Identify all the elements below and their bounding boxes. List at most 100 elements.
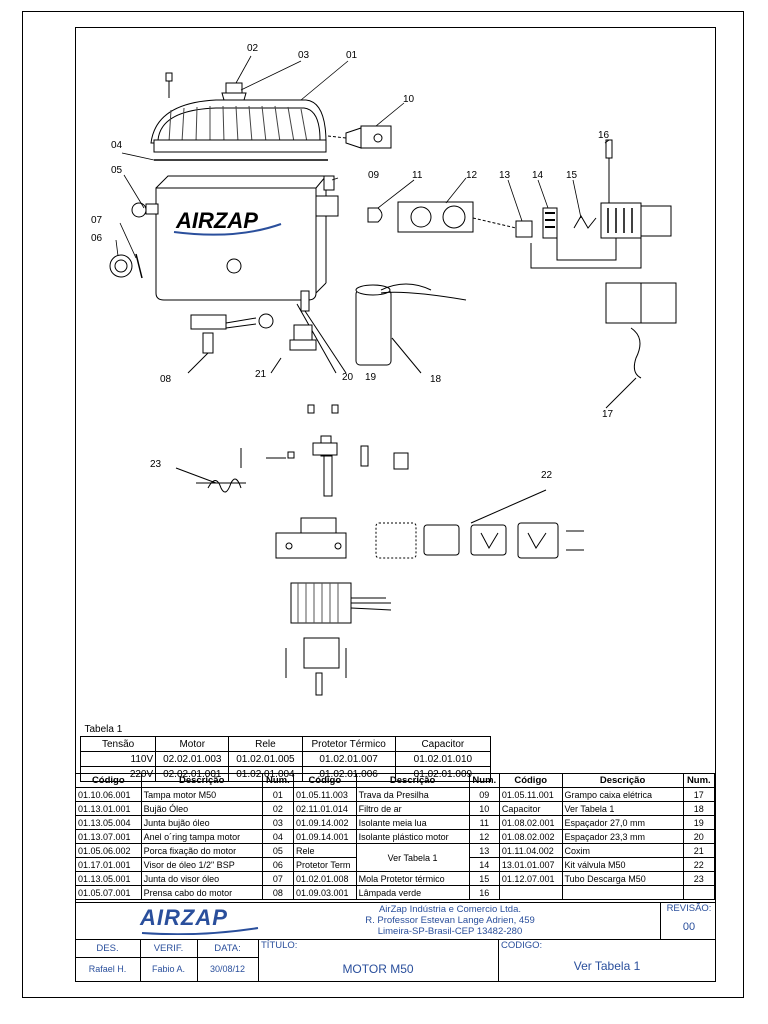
callout-21: 21 [255,369,267,380]
tabela-1-header: Capacitor [394,736,492,752]
parts-cell: 01.13.05.004 [75,815,142,830]
callout-05: 05 [111,165,123,176]
callout-07: 07 [91,215,103,226]
parts-row: 01.13.05.001 Junta do visor óleo 07 01.0… [75,871,716,886]
parts-header: Código [498,773,563,788]
parts-cell: Capacitor [498,801,563,816]
parts-cell: 01 [261,787,295,802]
parts-cell: Anel o´ring tampa motor [140,829,263,844]
parts-cell: 23 [682,871,716,886]
svg-text:AIRZAP: AIRZAP [175,208,258,233]
tabela-1-caption: Tabela 1 [84,723,123,735]
logo-text: AIRZAP [140,905,228,930]
parts-cell [682,885,716,900]
tabela-1-header: Tensão [79,736,157,752]
part-motor-body [155,175,328,301]
parts-cell: 15 [468,871,500,886]
title-block-top-line [75,902,716,903]
parts-cell: 13 [468,843,500,858]
des-value: Rafael H. [88,964,127,974]
parts-header: Num. [468,773,500,788]
parts-cell: Rele [293,843,357,858]
parts-cell: Filtro de ar [355,801,470,816]
parts-header: Código [75,773,142,788]
parts-cell: Isolante plástico motor [355,829,470,844]
parts-cell: 18 [682,801,716,816]
parts-cell: 05 [261,843,295,858]
parts-cell: 01.09.14.001 [293,829,357,844]
parts-row: 01.17.01.001 Visor de óleo 1/2" BSP 06 P… [75,857,716,872]
codigo-value: Ver Tabela 1 [573,959,641,973]
tabela-1-cell: 01.02.01.005 [228,751,303,767]
tabela-1-header: Motor [155,736,230,752]
parts-cell: Porca fixação do motor [140,843,263,858]
parts-cell: 17 [682,787,716,802]
parts-cell: 21 [682,843,716,858]
parts-row: 01.05.06.002 Porca fixação do motor 05 R… [75,843,716,872]
company-name: AirZap Indústria e Comercio Ltda. [378,904,522,915]
parts-cell: Tampa motor M50 [140,787,263,802]
parts-cell: 11 [468,815,500,830]
parts-cell: 01.11.04.002 [498,843,563,858]
parts-cell: 13.01.01.007 [498,857,563,872]
parts-cell: Prensa cabo do motor [140,885,263,900]
codigo-label: CODIGO: [501,940,543,951]
parts-cell: Trava da Presilha [355,787,470,802]
callout-10: 10 [403,94,415,105]
callout-16: 16 [598,130,610,141]
parts-cell: 01.17.01.001 [75,857,142,872]
callout-15: 15 [566,170,578,181]
parts-cell: Tubo Descarga M50 [561,871,684,886]
parts-cell: 01.13.05.001 [75,871,142,886]
parts-header: Código [293,773,357,788]
parts-cell: 01.09.14.002 [293,815,357,830]
title-block-divider [140,939,141,982]
parts-cell: 14 [468,857,500,872]
parts-cell: 07 [261,871,295,886]
title-block-mid-line [75,939,716,940]
parts-list-table: Código Descrição Num. Código Descrição N… [75,773,716,900]
company-address: R. Professor Estevan Lange Adrien, 459 [365,915,535,926]
airzap-logo: AIRZAP [140,905,260,935]
callout-08: 08 [160,374,172,385]
parts-cell: Espaçador 27,0 mm [561,815,684,830]
company-info: AirZap Indústria e Comercio Ltda. R. Pro… [300,904,600,937]
tabela-1-header: Protetor Térmico [301,736,396,752]
parts-cell: 01.02.01.008 [293,871,357,886]
callout-18: 18 [430,374,442,385]
title-block-sub-line [75,957,258,958]
parts-header: Descrição [140,773,263,788]
callout-12: 12 [466,170,478,181]
parts-cell: Bujão Óleo [140,801,263,816]
parts-cell: Ver Tabela 1 [561,801,684,816]
title-block-divider [660,902,661,939]
parts-row: 01.10.06.001 Tampa motor M50 01 01.05.11… [75,787,716,802]
tabela-1-row: 110V 02.02.01.003 01.02.01.005 01.02.01.… [79,751,492,767]
part-pump-assembly [175,404,584,696]
verif-label: VERIF. [153,943,184,954]
parts-cell: Coxim [561,843,684,858]
parts-cell: 01.13.07.001 [75,829,142,844]
parts-cell: 06 [261,857,295,872]
parts-cell: Visor de óleo 1/2" BSP [140,857,263,872]
revisao-value: 00 [682,921,696,933]
parts-header: Descrição [561,773,684,788]
tabela-1-header: Rele [228,736,303,752]
tabela-1-cell: 01.02.01.010 [394,751,492,767]
callout-06: 06 [91,233,103,244]
parts-row: 01.13.05.004 Junta bujão óleo 03 01.09.1… [75,815,716,830]
title-block-divider [498,939,499,982]
parts-cell: Lâmpada verde [355,885,470,900]
drawing-sheet-border [22,11,744,998]
data-label: DATA: [214,943,241,954]
des-label: DES. [96,943,119,954]
callout-09: 09 [368,170,380,181]
callout-03: 03 [298,50,310,61]
parts-row: 01.13.07.001 Anel o´ring tampa motor 04 … [75,829,716,844]
parts-cell: 03 [261,815,295,830]
parts-cell: Grampo caixa elétrica [561,787,684,802]
drawing-frame [75,27,716,982]
parts-cell: 01.10.06.001 [75,787,142,802]
parts-cell: Kit válvula M50 [561,857,684,872]
parts-cell: Mola Protetor térmico [355,871,470,886]
